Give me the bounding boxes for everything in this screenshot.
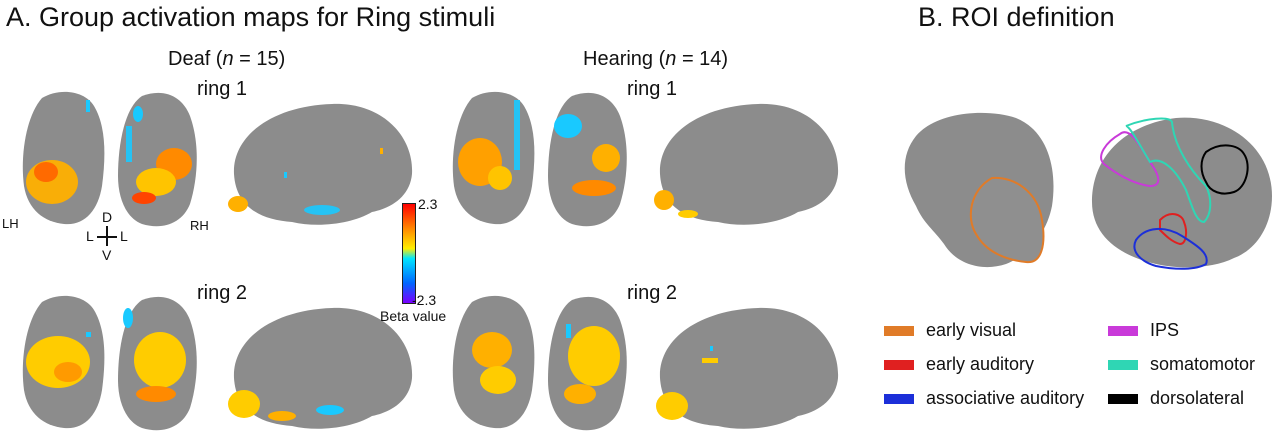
legend-label: early auditory [926,354,1035,374]
panel-b-title: B. ROI definition [918,2,1115,32]
ring-label-deaf-1: ring 1 [197,78,248,100]
legend-swatch [1108,359,1138,370]
legend-item-ips: IPS [1108,320,1179,341]
legend-label: dorsolateral [1150,388,1245,408]
brain-lateral-view-roi [1092,117,1272,270]
dorsal-label: D [102,209,113,225]
colorbar [402,203,416,304]
legend-swatch [884,325,914,336]
panel-a-title: A. Group activation maps for Ring stimul… [6,2,496,32]
legend-swatch [884,393,914,404]
legend-label: associative auditory [926,388,1085,408]
brain-lateral-view-deaf-ring2 [228,307,413,429]
orientation-compass: D V L L [84,209,132,265]
right-hemisphere-label: RH [190,218,209,233]
brain-medial-view-roi [904,112,1054,268]
crosshair-vertical [106,226,108,246]
brain-lateral-view-hearing-ring1 [654,103,839,225]
legend-swatch [1108,325,1138,336]
legend-swatch [1108,393,1138,404]
colorbar-title: Beta value [380,308,447,324]
colorbar-max-label: 2.3 [418,196,438,212]
legend-label: IPS [1150,320,1180,340]
legend-item-dorsolateral: dorsolateral [1108,388,1244,409]
ring-label-hearing-1: ring 1 [627,78,678,100]
brain-posterior-view-deaf-ring1 [22,91,197,227]
group-header-deaf: Deaf (n = 15) [168,48,286,70]
legend-item-early-visual: early visual [884,320,1016,341]
legend-label: somatomotor [1150,354,1256,374]
legend-label: early visual [926,320,1017,340]
left-hemisphere-label: LH [2,216,19,231]
brain-lateral-view-hearing-ring2 [656,307,839,429]
legend-item-early-auditory: early auditory [884,354,1034,375]
brain-lateral-view-deaf-ring1 [228,103,413,225]
colorbar-min-label: -2.3 [412,292,437,308]
legend-item-associative-auditory: associative auditory [884,388,1084,409]
ventral-label: V [102,247,112,263]
lateral-label-right: L [120,228,128,244]
brain-posterior-view-hearing-ring2 [452,295,627,431]
brain-posterior-view-hearing-ring1 [452,91,627,227]
brain-posterior-view-deaf-ring2 [22,295,197,431]
ring-label-hearing-2: ring 2 [627,282,678,304]
lateral-label-left: L [86,228,94,244]
ring-label-deaf-2: ring 2 [197,282,248,304]
legend-item-somatomotor: somatomotor [1108,354,1255,375]
group-header-hearing: Hearing (n = 14) [583,48,729,70]
legend-swatch [884,359,914,370]
